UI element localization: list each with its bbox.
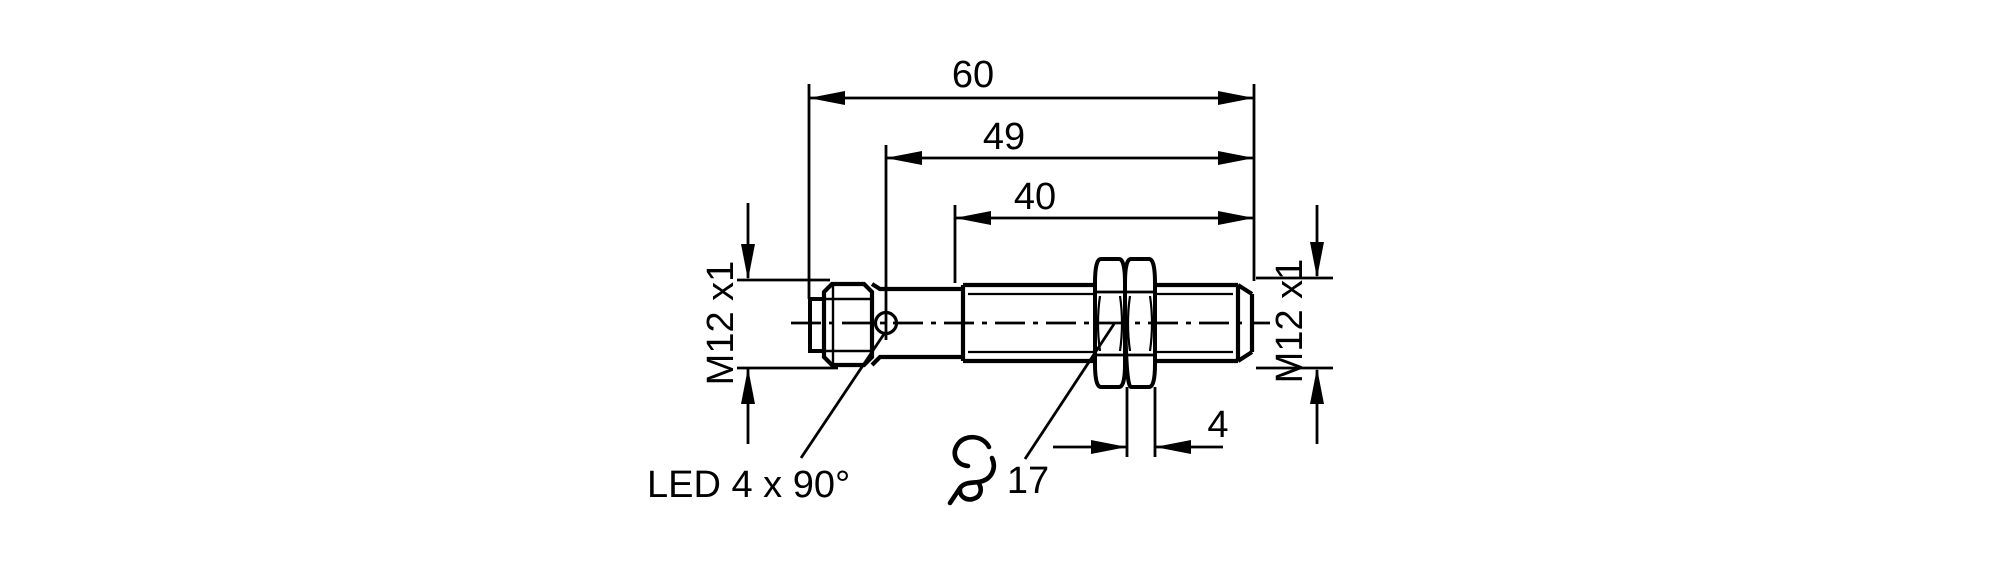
thread-crest-lines bbox=[963, 282, 1238, 364]
connector-end bbox=[808, 281, 875, 368]
dimension-60 bbox=[807, 84, 1256, 299]
m12-dimension-right bbox=[1256, 205, 1333, 444]
m12-left-label: M12 x1 bbox=[700, 260, 742, 386]
dimension-4 bbox=[1053, 387, 1223, 457]
m12-dimension-left bbox=[737, 203, 838, 444]
wrench-size-label: 17 bbox=[1006, 460, 1050, 502]
dimension-40 bbox=[953, 205, 1254, 283]
wrench-size-leader bbox=[1023, 323, 1116, 460]
barrel bbox=[870, 282, 963, 367]
led-leader-line bbox=[799, 333, 886, 459]
sensing-face bbox=[1235, 283, 1255, 363]
m12-right-label: M12 x1 bbox=[1269, 258, 1311, 384]
sensor-body bbox=[808, 257, 1255, 389]
thread-root-lines bbox=[968, 292, 1233, 354]
dim-60-label: 60 bbox=[951, 54, 995, 96]
dim-49-label: 49 bbox=[982, 116, 1026, 158]
dim-4-label: 4 bbox=[1207, 404, 1229, 446]
wrench-icon bbox=[947, 434, 997, 506]
led-label: LED 4 x 90° bbox=[647, 464, 851, 506]
hex-jam-nuts bbox=[1093, 257, 1157, 389]
dimension-49 bbox=[884, 145, 1254, 340]
dim-40-label: 40 bbox=[1013, 176, 1057, 218]
